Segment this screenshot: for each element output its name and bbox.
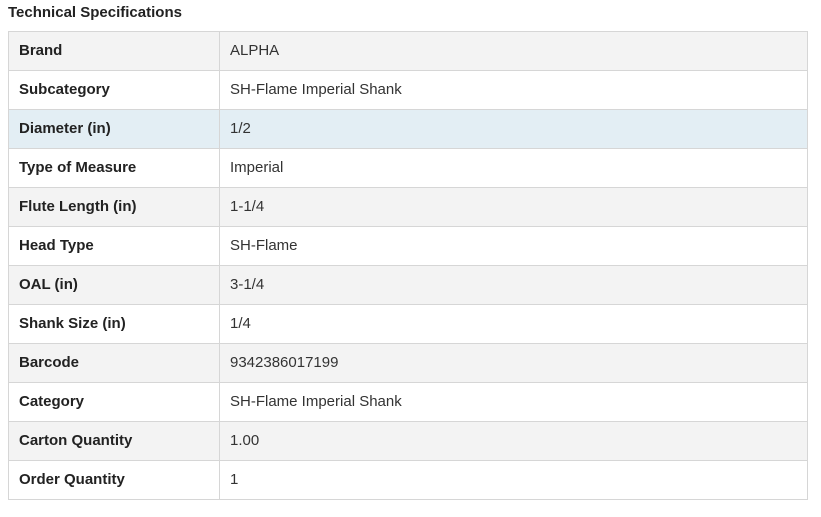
spec-label: Category xyxy=(8,382,220,422)
spec-row-category: Category SH-Flame Imperial Shank xyxy=(8,382,808,422)
spec-row-type-of-measure: Type of Measure Imperial xyxy=(8,148,808,188)
spec-label: Barcode xyxy=(8,343,220,383)
spec-value: Imperial xyxy=(219,148,808,188)
spec-value: 9342386017199 xyxy=(219,343,808,383)
spec-label: Type of Measure xyxy=(8,148,220,188)
spec-row-subcategory: Subcategory SH-Flame Imperial Shank xyxy=(8,70,808,110)
spec-row-diameter: Diameter (in) 1/2 xyxy=(8,109,808,149)
spec-value: 1/2 xyxy=(219,109,808,149)
spec-label: Carton Quantity xyxy=(8,421,220,461)
spec-label: OAL (in) xyxy=(8,265,220,305)
spec-label: Brand xyxy=(8,31,220,71)
spec-row-head-type: Head Type SH-Flame xyxy=(8,226,808,266)
spec-label: Head Type xyxy=(8,226,220,266)
spec-row-barcode: Barcode 9342386017199 xyxy=(8,343,808,383)
spec-label: Order Quantity xyxy=(8,460,220,500)
spec-label: Shank Size (in) xyxy=(8,304,220,344)
spec-value: 1-1/4 xyxy=(219,187,808,227)
spec-value: SH-Flame Imperial Shank xyxy=(219,382,808,422)
spec-row-brand: Brand ALPHA xyxy=(8,31,808,71)
spec-label: Subcategory xyxy=(8,70,220,110)
spec-row-carton-quantity: Carton Quantity 1.00 xyxy=(8,421,808,461)
spec-row-flute-length: Flute Length (in) 1-1/4 xyxy=(8,187,808,227)
spec-label: Flute Length (in) xyxy=(8,187,220,227)
spec-value: 1/4 xyxy=(219,304,808,344)
spec-value: SH-Flame Imperial Shank xyxy=(219,70,808,110)
section-title: Technical Specifications xyxy=(8,4,182,21)
spec-row-shank-size: Shank Size (in) 1/4 xyxy=(8,304,808,344)
spec-value: 1.00 xyxy=(219,421,808,461)
spec-value: SH-Flame xyxy=(219,226,808,266)
spec-value: ALPHA xyxy=(219,31,808,71)
spec-row-order-quantity: Order Quantity 1 xyxy=(8,460,808,500)
specifications-table: Brand ALPHA Subcategory SH-Flame Imperia… xyxy=(8,31,808,500)
spec-value: 1 xyxy=(219,460,808,500)
spec-value: 3-1/4 xyxy=(219,265,808,305)
spec-label: Diameter (in) xyxy=(8,109,220,149)
spec-row-oal: OAL (in) 3-1/4 xyxy=(8,265,808,305)
